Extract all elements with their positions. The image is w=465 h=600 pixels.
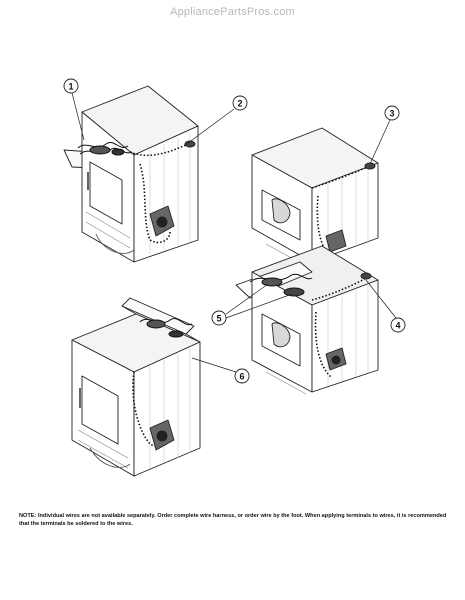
callout-5: 5 (211, 283, 293, 326)
callout-4: 4 (365, 279, 406, 333)
wire-bundle-1 (77, 142, 133, 156)
dryer-stack-lower (235, 245, 379, 395)
callout-2: 2 (183, 95, 248, 147)
callout-1: 1 (63, 78, 85, 141)
callout-2-label: 2 (237, 98, 242, 108)
callout-6-label: 6 (239, 371, 244, 381)
wire-bundle-5 (249, 273, 313, 297)
callout-4-label: 4 (395, 320, 400, 330)
wire-bundle-6 (139, 318, 193, 338)
callout-5-label: 5 (216, 313, 221, 323)
watermark: AppliancePartsPros.com (170, 6, 295, 18)
dryer-bottom-left (71, 297, 201, 477)
footnote: NOTE: Individual wires are not available… (19, 513, 447, 527)
dryer-top-left (63, 85, 199, 263)
callout-3: 3 (369, 105, 400, 165)
callout-1-label: 1 (68, 81, 73, 91)
callout-6: 6 (191, 357, 250, 384)
callout-3-label: 3 (389, 108, 394, 118)
dryer-stack-upper (251, 127, 379, 267)
